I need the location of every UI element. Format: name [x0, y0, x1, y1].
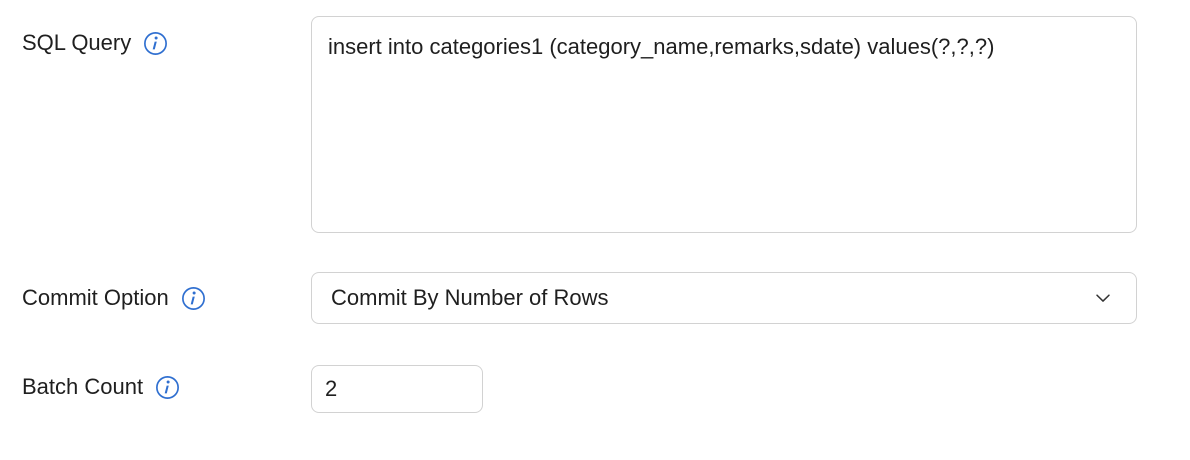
batch-count-label: Batch Count — [22, 374, 144, 399]
info-circle-icon[interactable] — [155, 375, 180, 400]
info-circle-icon[interactable] — [181, 286, 206, 311]
commit-option-select[interactable]: Commit By Number of Rows — [311, 272, 1137, 324]
batch-count-value: 2 — [325, 376, 338, 401]
commit-option-label: Commit Option — [22, 285, 169, 310]
chevron-down-icon[interactable] — [1092, 287, 1114, 309]
batch-count-input[interactable]: 2 — [311, 365, 483, 413]
info-circle-icon[interactable] — [143, 31, 168, 56]
sql-query-textarea[interactable]: insert into categories1 (category_name,r… — [311, 16, 1137, 233]
sql-query-label: SQL Query — [22, 30, 132, 55]
sql-query-value: insert into categories1 (category_name,r… — [328, 34, 995, 59]
batch-count-label-group: Batch Count — [22, 374, 180, 400]
commit-option-selected-value: Commit By Number of Rows — [331, 285, 609, 310]
sql-query-label-group: SQL Query — [22, 30, 168, 56]
commit-option-label-group: Commit Option — [22, 285, 206, 311]
